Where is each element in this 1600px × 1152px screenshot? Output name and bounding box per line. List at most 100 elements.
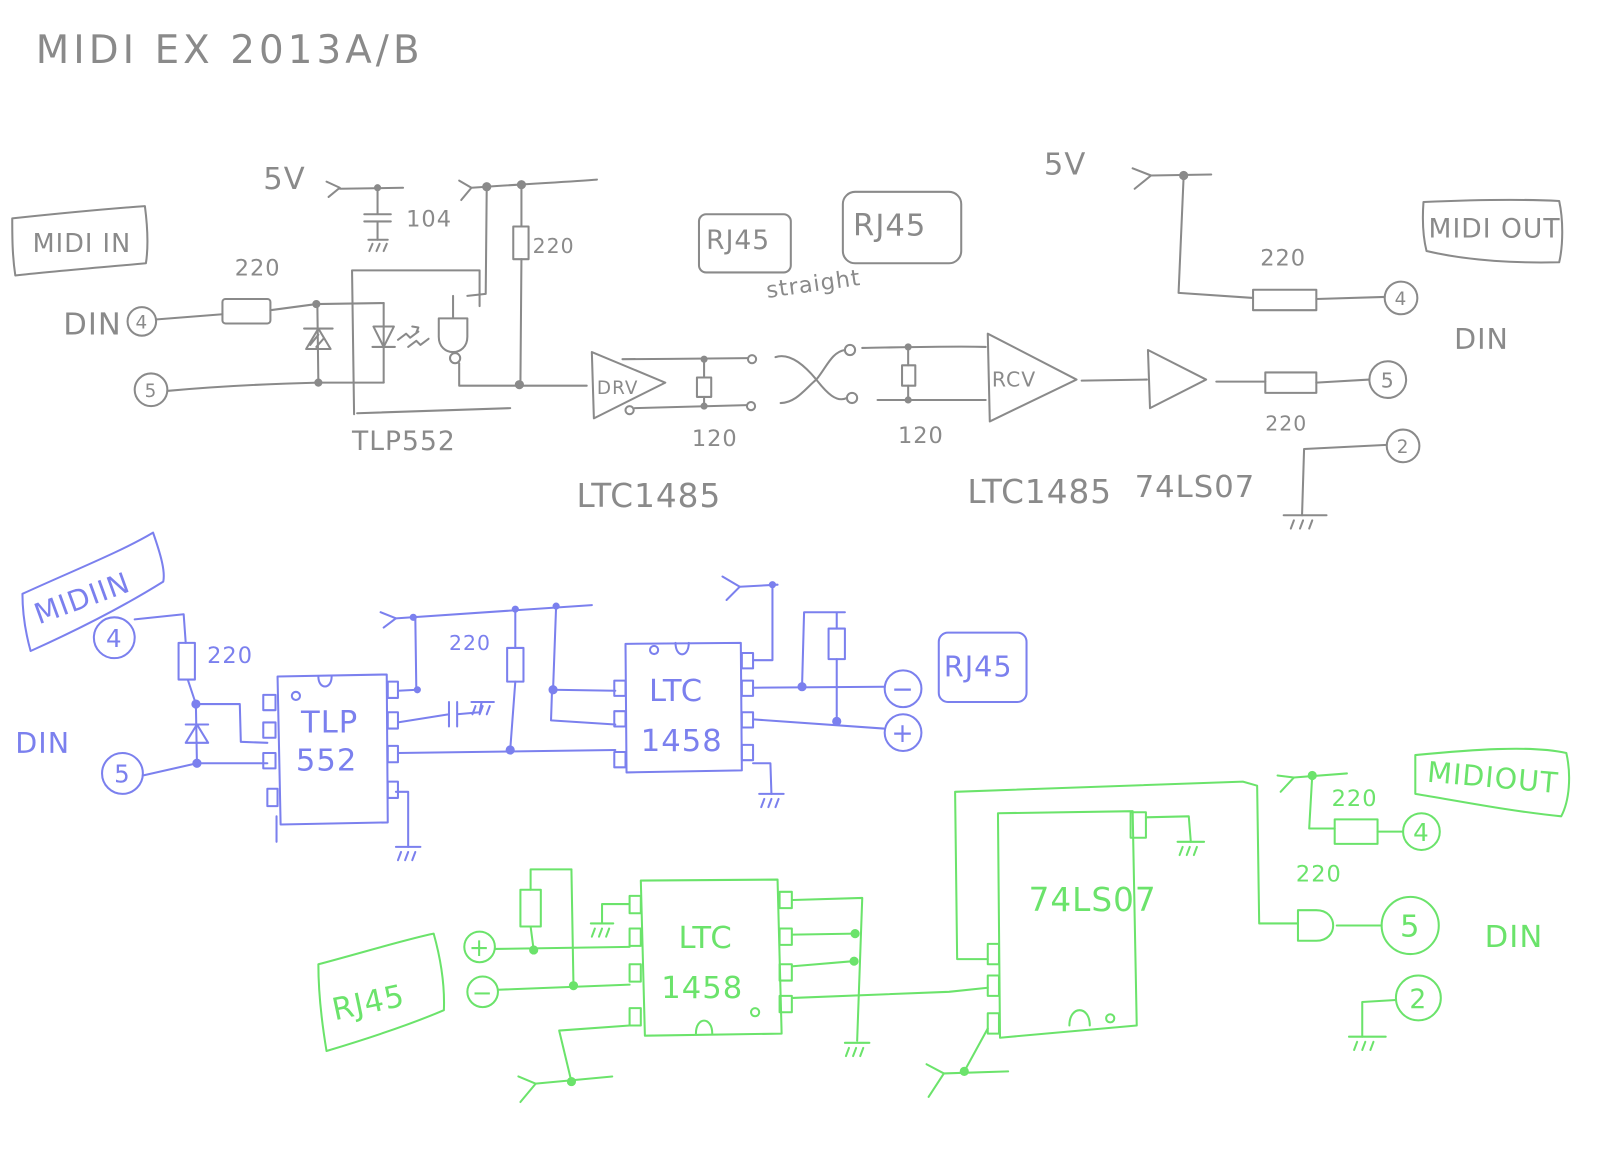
receiver-triangle — [986, 332, 1078, 423]
wire — [570, 868, 575, 986]
chip-pin — [628, 963, 642, 983]
wire — [394, 790, 410, 848]
in-minus-circle — [466, 975, 499, 1009]
out-resistor-pin5 — [1296, 909, 1334, 942]
midi-in-label: MIDIIN — [30, 565, 135, 631]
terminal-circle — [843, 343, 857, 357]
junction-dot — [1307, 770, 1317, 781]
optocoupler-label: TLP552 — [351, 426, 456, 457]
wire — [963, 1027, 989, 1073]
ground-icon — [1347, 1035, 1387, 1051]
wire — [954, 780, 1299, 961]
wire — [861, 345, 987, 349]
chip-pin — [986, 974, 1000, 997]
midi-in-box — [11, 205, 149, 277]
wire — [942, 1070, 1010, 1075]
decoupling-capacitor — [363, 186, 392, 241]
pullup-resistor — [512, 225, 530, 261]
wire — [1315, 295, 1386, 300]
din-pin4-circle — [92, 616, 136, 660]
wire — [534, 1075, 614, 1085]
ground-icon — [758, 792, 785, 809]
junction-dot — [904, 396, 912, 404]
out-resistor-pin5 — [1264, 371, 1318, 394]
din-in-pin4-circle — [126, 306, 158, 337]
chip-pin — [1129, 811, 1147, 839]
din-in-pin5-label: 5 — [145, 381, 158, 402]
chip-notch — [694, 1019, 714, 1035]
midi-out-box — [1421, 198, 1564, 264]
wire — [458, 362, 588, 387]
wire — [601, 903, 631, 925]
supply-right-label: 5V — [1044, 147, 1086, 182]
din-out-label: DIN — [1454, 322, 1509, 356]
chip-pin — [628, 1007, 642, 1027]
wire — [1301, 443, 1388, 517]
driver-termination-resistor — [695, 376, 713, 398]
wire — [1292, 772, 1348, 830]
chip-pin — [613, 710, 627, 728]
buffer-chip — [996, 810, 1138, 1039]
input-resistor — [177, 641, 196, 681]
driver-termination-label: 120 — [692, 426, 738, 452]
midi-out-label: MIDI OUT — [1429, 214, 1561, 245]
light-arrows-icon — [396, 325, 430, 348]
middle-schematic: MIDIIN 4 220 5 DIN TLP 552 — [15, 531, 1028, 862]
din-pin4-circle — [1402, 812, 1441, 851]
chip-pin — [740, 743, 755, 762]
protection-diode-icon — [184, 723, 210, 744]
terminal-circle — [745, 401, 757, 412]
in-plus-label: + — [469, 933, 491, 962]
wire — [738, 583, 779, 662]
chip-pin — [986, 942, 1000, 966]
gate-bubble — [448, 352, 462, 365]
junction-dot — [413, 686, 421, 694]
wire — [752, 685, 885, 689]
supply-left-label: 5V — [263, 162, 305, 197]
wire — [396, 748, 617, 755]
gate-icon — [437, 294, 469, 353]
supply-arrow-icon — [1131, 167, 1153, 190]
supply-arrow-icon — [517, 1075, 537, 1104]
junction-dot — [959, 1066, 969, 1076]
wire — [791, 932, 857, 968]
chip-pin — [262, 721, 277, 739]
wire — [1080, 378, 1148, 382]
driver-inverting-bubble — [624, 405, 635, 416]
chip-pin — [778, 890, 793, 910]
in-plus-circle — [463, 930, 496, 964]
rj45-label: RJ45 — [944, 650, 1013, 684]
chip-pin — [386, 780, 399, 799]
driver-triangle — [590, 351, 667, 420]
rj45-right-label: RJ45 — [853, 209, 926, 244]
wire — [752, 718, 885, 730]
din-out-pin5-label: 5 — [1381, 369, 1395, 393]
resistor-pin4-label: 220 — [1332, 786, 1378, 812]
out-plus-label: + — [891, 718, 914, 749]
pin1-dot — [648, 644, 660, 656]
wire — [529, 868, 573, 951]
decoupling-capacitor — [396, 700, 483, 728]
din-out-pin4-label: 4 — [1395, 289, 1408, 310]
din-pin5-label: 5 — [114, 760, 131, 789]
chip-pin — [613, 679, 627, 697]
pullup-resistor-label: 220 — [533, 234, 575, 258]
buffer-triangle — [1146, 348, 1208, 410]
wire — [338, 186, 405, 190]
termination-resistor — [827, 627, 846, 661]
out-minus-label: − — [891, 674, 914, 705]
terminal-circle — [746, 354, 758, 365]
junction-dot — [768, 581, 777, 589]
pin1-dot — [1105, 1013, 1116, 1024]
transceiver-label-line1: LTC — [679, 921, 733, 956]
wire — [466, 185, 488, 297]
wire — [1315, 378, 1371, 384]
wire — [519, 258, 523, 387]
wire — [633, 404, 748, 410]
din-pin5-circle — [101, 752, 144, 795]
chip-pin — [778, 994, 793, 1014]
pin1-dot — [750, 1007, 761, 1018]
receiver-part-label: LTC1485 — [967, 473, 1112, 511]
out-minus-circle — [883, 669, 923, 709]
